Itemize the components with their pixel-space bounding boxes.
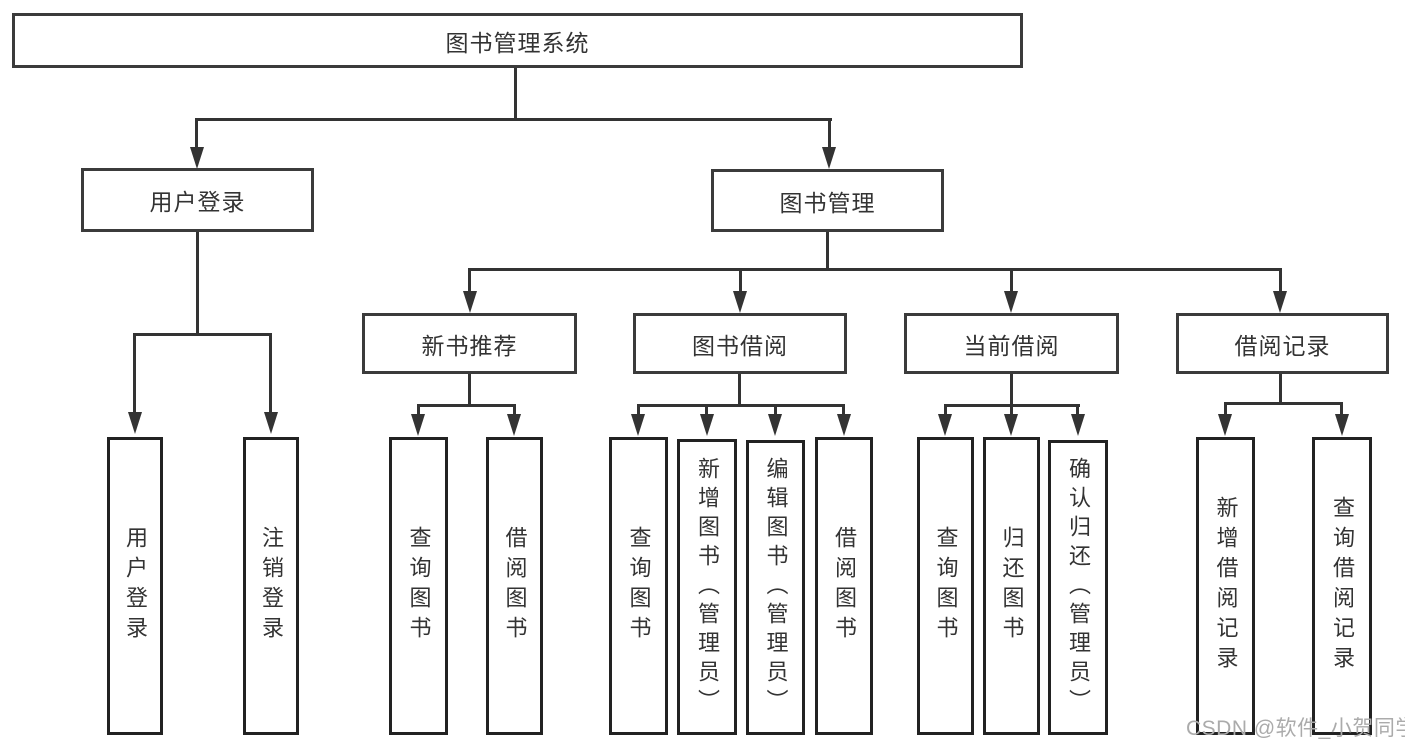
connector-records-stem [1279, 374, 1282, 405]
leaf-current-confirm-return-admin: 确认归还（管理员） [1048, 440, 1108, 735]
arrow-down-icon [700, 414, 714, 436]
arrow-down-icon [822, 147, 836, 169]
leaf-newbook-query-books: 查询图书 [389, 437, 448, 735]
node-book-borrow-label: 图书借阅 [692, 332, 788, 359]
connector-current-drop-1 [944, 404, 947, 416]
node-user-login-label: 用户登录 [149, 189, 246, 215]
connector-root-horizontal [196, 118, 832, 121]
node-user-login: 用户登录 [81, 168, 314, 232]
connector-records-horizontal [1224, 402, 1343, 405]
arrow-down-icon [507, 414, 521, 436]
connector-borrow-horizontal [637, 404, 845, 407]
leaf-records-add-record-label: 新增借阅记录 [1213, 496, 1239, 676]
connector-userlogin-drop-left [133, 333, 136, 413]
leaf-newbook-borrow-books-label: 借阅图书 [502, 526, 528, 646]
connector-newbook-horizontal [417, 404, 516, 407]
arrow-down-icon [1004, 414, 1018, 436]
connector-borrow-stem [738, 374, 741, 407]
connector-records-drop-1 [1224, 402, 1227, 416]
arrow-down-icon [411, 414, 425, 436]
leaf-current-return-books: 归还图书 [983, 437, 1040, 735]
arrow-down-icon [733, 291, 747, 313]
node-book-management-label: 图书管理 [779, 189, 876, 216]
connector-newbook-drop-1 [417, 404, 420, 416]
connector-bookmgmt-horizontal [468, 268, 1282, 271]
connector-borrow-drop-2 [705, 404, 708, 416]
connector-root-stem [514, 68, 517, 120]
leaf-logout: 注销登录 [243, 437, 299, 735]
connector-newbook-stem [468, 374, 471, 407]
connector-borrow-drop-4 [842, 404, 845, 416]
connector-bookmgmt-stem [826, 232, 829, 271]
csdn-watermark: CSDN @软件_小贺同学 [1186, 717, 1405, 740]
arrow-down-icon [631, 414, 645, 436]
leaf-records-add-record: 新增借阅记录 [1196, 437, 1255, 735]
leaf-current-return-books-label: 归还图书 [999, 526, 1025, 646]
arrow-down-icon [938, 414, 952, 436]
connector-bookmgmt-drop-3 [1010, 268, 1013, 292]
leaf-logout-label: 注销登录 [259, 526, 284, 646]
connector-current-stem [1010, 374, 1013, 407]
connector-bookmgmt-drop-1 [468, 268, 471, 292]
connector-bookmgmt-drop-2 [739, 268, 742, 292]
connector-records-drop-2 [1340, 402, 1343, 416]
leaf-borrow-edit-books-admin-label: 编辑图书（管理员） [763, 457, 789, 718]
node-current-borrow: 当前借阅 [904, 313, 1119, 374]
node-book-borrow: 图书借阅 [633, 313, 847, 374]
leaf-current-query-books-label: 查询图书 [933, 526, 959, 646]
arrow-down-icon [1071, 414, 1085, 436]
node-root: 图书管理系统 [12, 13, 1023, 68]
leaf-borrow-borrow-books: 借阅图书 [815, 437, 873, 735]
leaf-user-login-label: 用户登录 [123, 526, 148, 646]
arrow-down-icon [1004, 291, 1018, 313]
leaf-borrow-borrow-books-label: 借阅图书 [832, 526, 857, 646]
leaf-borrow-add-books-admin-label: 新增图书（管理员） [695, 456, 720, 718]
leaf-records-query-record: 查询借阅记录 [1312, 437, 1372, 735]
connector-bookmgmt-drop-4 [1279, 268, 1282, 292]
arrow-down-icon [1218, 414, 1232, 436]
arrow-down-icon [768, 414, 782, 436]
connector-borrow-drop-1 [637, 404, 640, 416]
leaf-user-login: 用户登录 [107, 437, 163, 735]
node-book-management: 图书管理 [711, 169, 944, 232]
leaf-borrow-query-books-label: 查询图书 [626, 526, 652, 646]
arrow-down-icon [128, 412, 142, 434]
leaf-records-query-record-label: 查询借阅记录 [1330, 496, 1355, 676]
connector-current-drop-2 [1010, 404, 1013, 416]
connector-userlogin-horizontal [133, 333, 272, 336]
leaf-newbook-borrow-books: 借阅图书 [486, 437, 543, 735]
arrow-down-icon [1335, 414, 1349, 436]
node-borrow-records-label: 借阅记录 [1234, 332, 1331, 359]
connector-borrow-drop-3 [774, 404, 777, 416]
arrow-down-icon [264, 412, 278, 434]
connector-userlogin-stem [196, 232, 199, 336]
arrow-down-icon [837, 414, 851, 436]
node-new-book-recommend-label: 新书推荐 [421, 332, 518, 359]
leaf-borrow-edit-books-admin: 编辑图书（管理员） [746, 440, 805, 735]
arrow-down-icon [190, 147, 204, 169]
connector-userlogin-drop-right [269, 333, 272, 413]
leaf-newbook-query-books-label: 查询图书 [406, 526, 432, 646]
connector-root-drop-right [828, 118, 831, 150]
leaf-current-confirm-return-admin-label: 确认归还（管理员） [1066, 457, 1091, 718]
leaf-borrow-query-books: 查询图书 [609, 437, 668, 735]
node-current-borrow-label: 当前借阅 [963, 332, 1060, 359]
node-root-label: 图书管理系统 [445, 29, 590, 56]
leaf-borrow-add-books-admin: 新增图书（管理员） [677, 439, 737, 735]
arrow-down-icon [463, 291, 477, 313]
connector-current-drop-3 [1076, 404, 1079, 416]
node-new-book-recommend: 新书推荐 [362, 313, 577, 374]
connector-newbook-drop-2 [513, 404, 516, 416]
leaf-current-query-books: 查询图书 [917, 437, 974, 735]
connector-root-drop-left [195, 118, 198, 150]
arrow-down-icon [1273, 291, 1287, 313]
node-borrow-records: 借阅记录 [1176, 313, 1389, 374]
